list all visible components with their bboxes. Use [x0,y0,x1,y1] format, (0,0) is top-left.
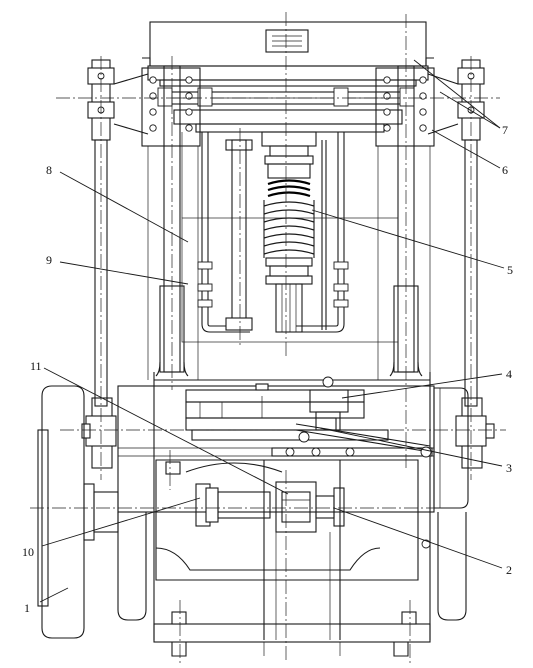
left-outer-rod [81,59,117,469]
leader-11 [43,367,289,495]
left-lower-leg [117,512,147,621]
callout-10: 10 [22,545,34,559]
leader-3 [319,427,503,467]
callout-1: 1 [24,601,30,615]
callout-2: 2 [506,563,512,577]
compression-spring [263,163,315,333]
leader-10 [41,497,201,547]
base-plate [153,611,431,657]
inner-cylinder [225,139,253,331]
callout-8: 8 [46,163,52,177]
leader-2 [333,507,503,569]
leader-8 [59,171,189,243]
cross-rod [271,446,433,458]
callout-labels: 1 2 3 4 5 6 7 8 9 10 11 [22,123,513,615]
flywheel [37,385,119,639]
callout-6: 6 [502,163,508,177]
leader-9 [59,261,189,285]
left-bolted-bracket [141,67,201,147]
leader-7a [413,59,501,129]
motor-housing [155,459,431,640]
callout-9: 9 [46,253,52,267]
center-lines [30,12,506,664]
leader-4 [341,373,503,399]
spring-upper-housing [261,131,317,165]
callout-4: 4 [506,367,512,381]
right-lower-leg [437,512,467,621]
leader-1 [39,587,69,603]
leader-lines [39,59,505,603]
right-disk [433,387,469,509]
callout-7: 7 [502,123,508,137]
slide-table [185,376,431,453]
right-bolted-bracket [375,67,435,147]
leader-6 [431,129,501,169]
leader-7b [439,91,501,129]
callout-5: 5 [507,263,513,277]
left-tie-rod [197,132,250,333]
top-crosshead [142,21,434,87]
callout-11: 11 [30,359,42,373]
callout-3: 3 [506,461,512,475]
right-tie-rod [296,132,349,333]
leader-5 [311,209,505,269]
inner-rod-right [321,140,327,330]
